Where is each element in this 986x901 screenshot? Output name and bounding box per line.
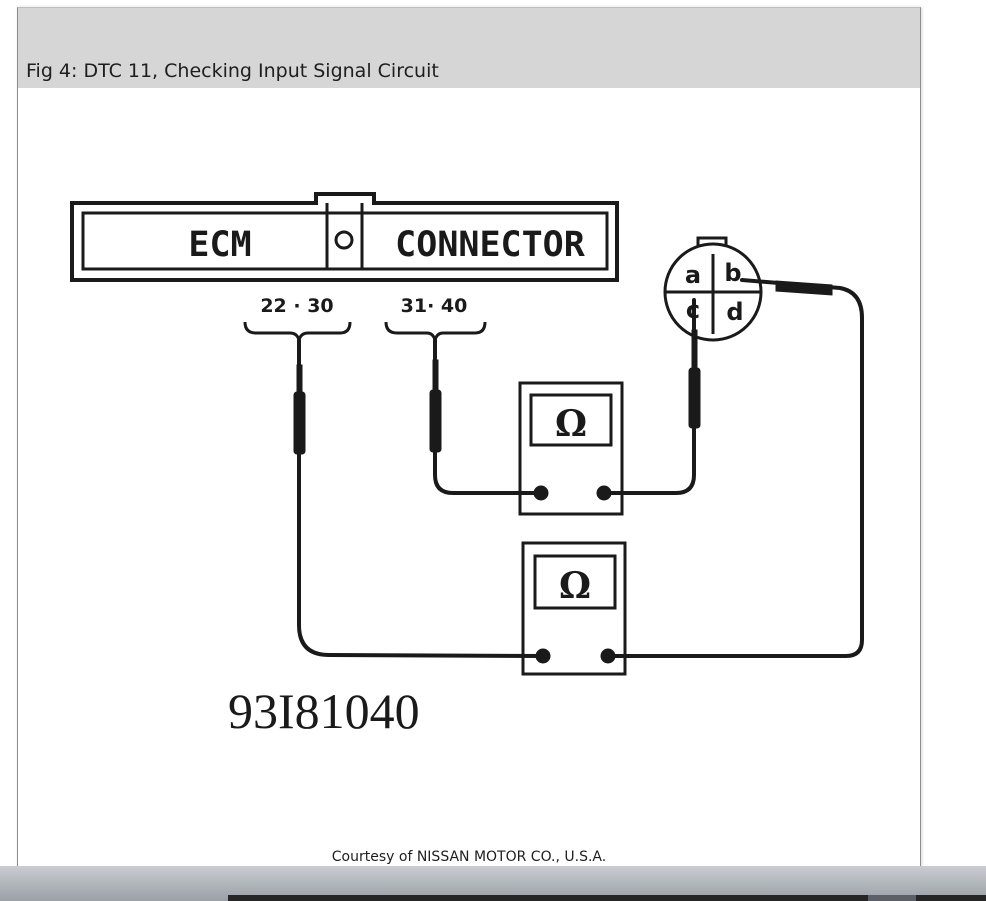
terminal-d-label: d xyxy=(726,298,743,326)
ecm-label: ECM xyxy=(188,225,251,265)
ecm-connector xyxy=(70,192,619,282)
terminal-a-label: a xyxy=(685,261,701,289)
pin-group-left-brace xyxy=(243,321,352,346)
figure-title: Fig 4: DTC 11, Checking Input Signal Cir… xyxy=(26,60,439,82)
figure-viewer: Fig 4: DTC 11, Checking Input Signal Cir… xyxy=(17,7,921,870)
ohmmeter-1-symbol: Ω xyxy=(555,403,587,445)
lead-terminal-c-to-meter1 xyxy=(602,298,696,495)
probe-terminal-c xyxy=(688,367,701,429)
pin-group-right-label: 31· 40 xyxy=(401,295,468,317)
figure-code: 93I81040 xyxy=(228,683,420,739)
lead-terminal-b-to-meter2 xyxy=(606,278,864,658)
probe-pins31-40 xyxy=(429,389,442,453)
probe-terminal-b xyxy=(775,280,833,296)
probe-pins22-30 xyxy=(293,391,306,455)
taskbar-strip xyxy=(228,895,986,901)
pin-group-left-label: 22 · 30 xyxy=(260,295,333,317)
sensor-connector xyxy=(663,236,763,342)
taskbar-highlight xyxy=(868,895,916,901)
courtesy-caption: Courtesy of NISSAN MOTOR CO., U.S.A. xyxy=(331,849,607,865)
connector-label: CONNECTOR xyxy=(395,225,586,265)
ohmmeter-2-symbol: Ω xyxy=(559,565,591,607)
terminal-b-label: b xyxy=(724,259,741,287)
pin-group-right-brace xyxy=(384,321,487,346)
title-bar: Fig 4: DTC 11, Checking Input Signal Cir… xyxy=(18,8,920,88)
lead-pins22-30-to-meter2 xyxy=(297,338,545,658)
lead-pins31-40-to-meter1 xyxy=(433,338,543,495)
